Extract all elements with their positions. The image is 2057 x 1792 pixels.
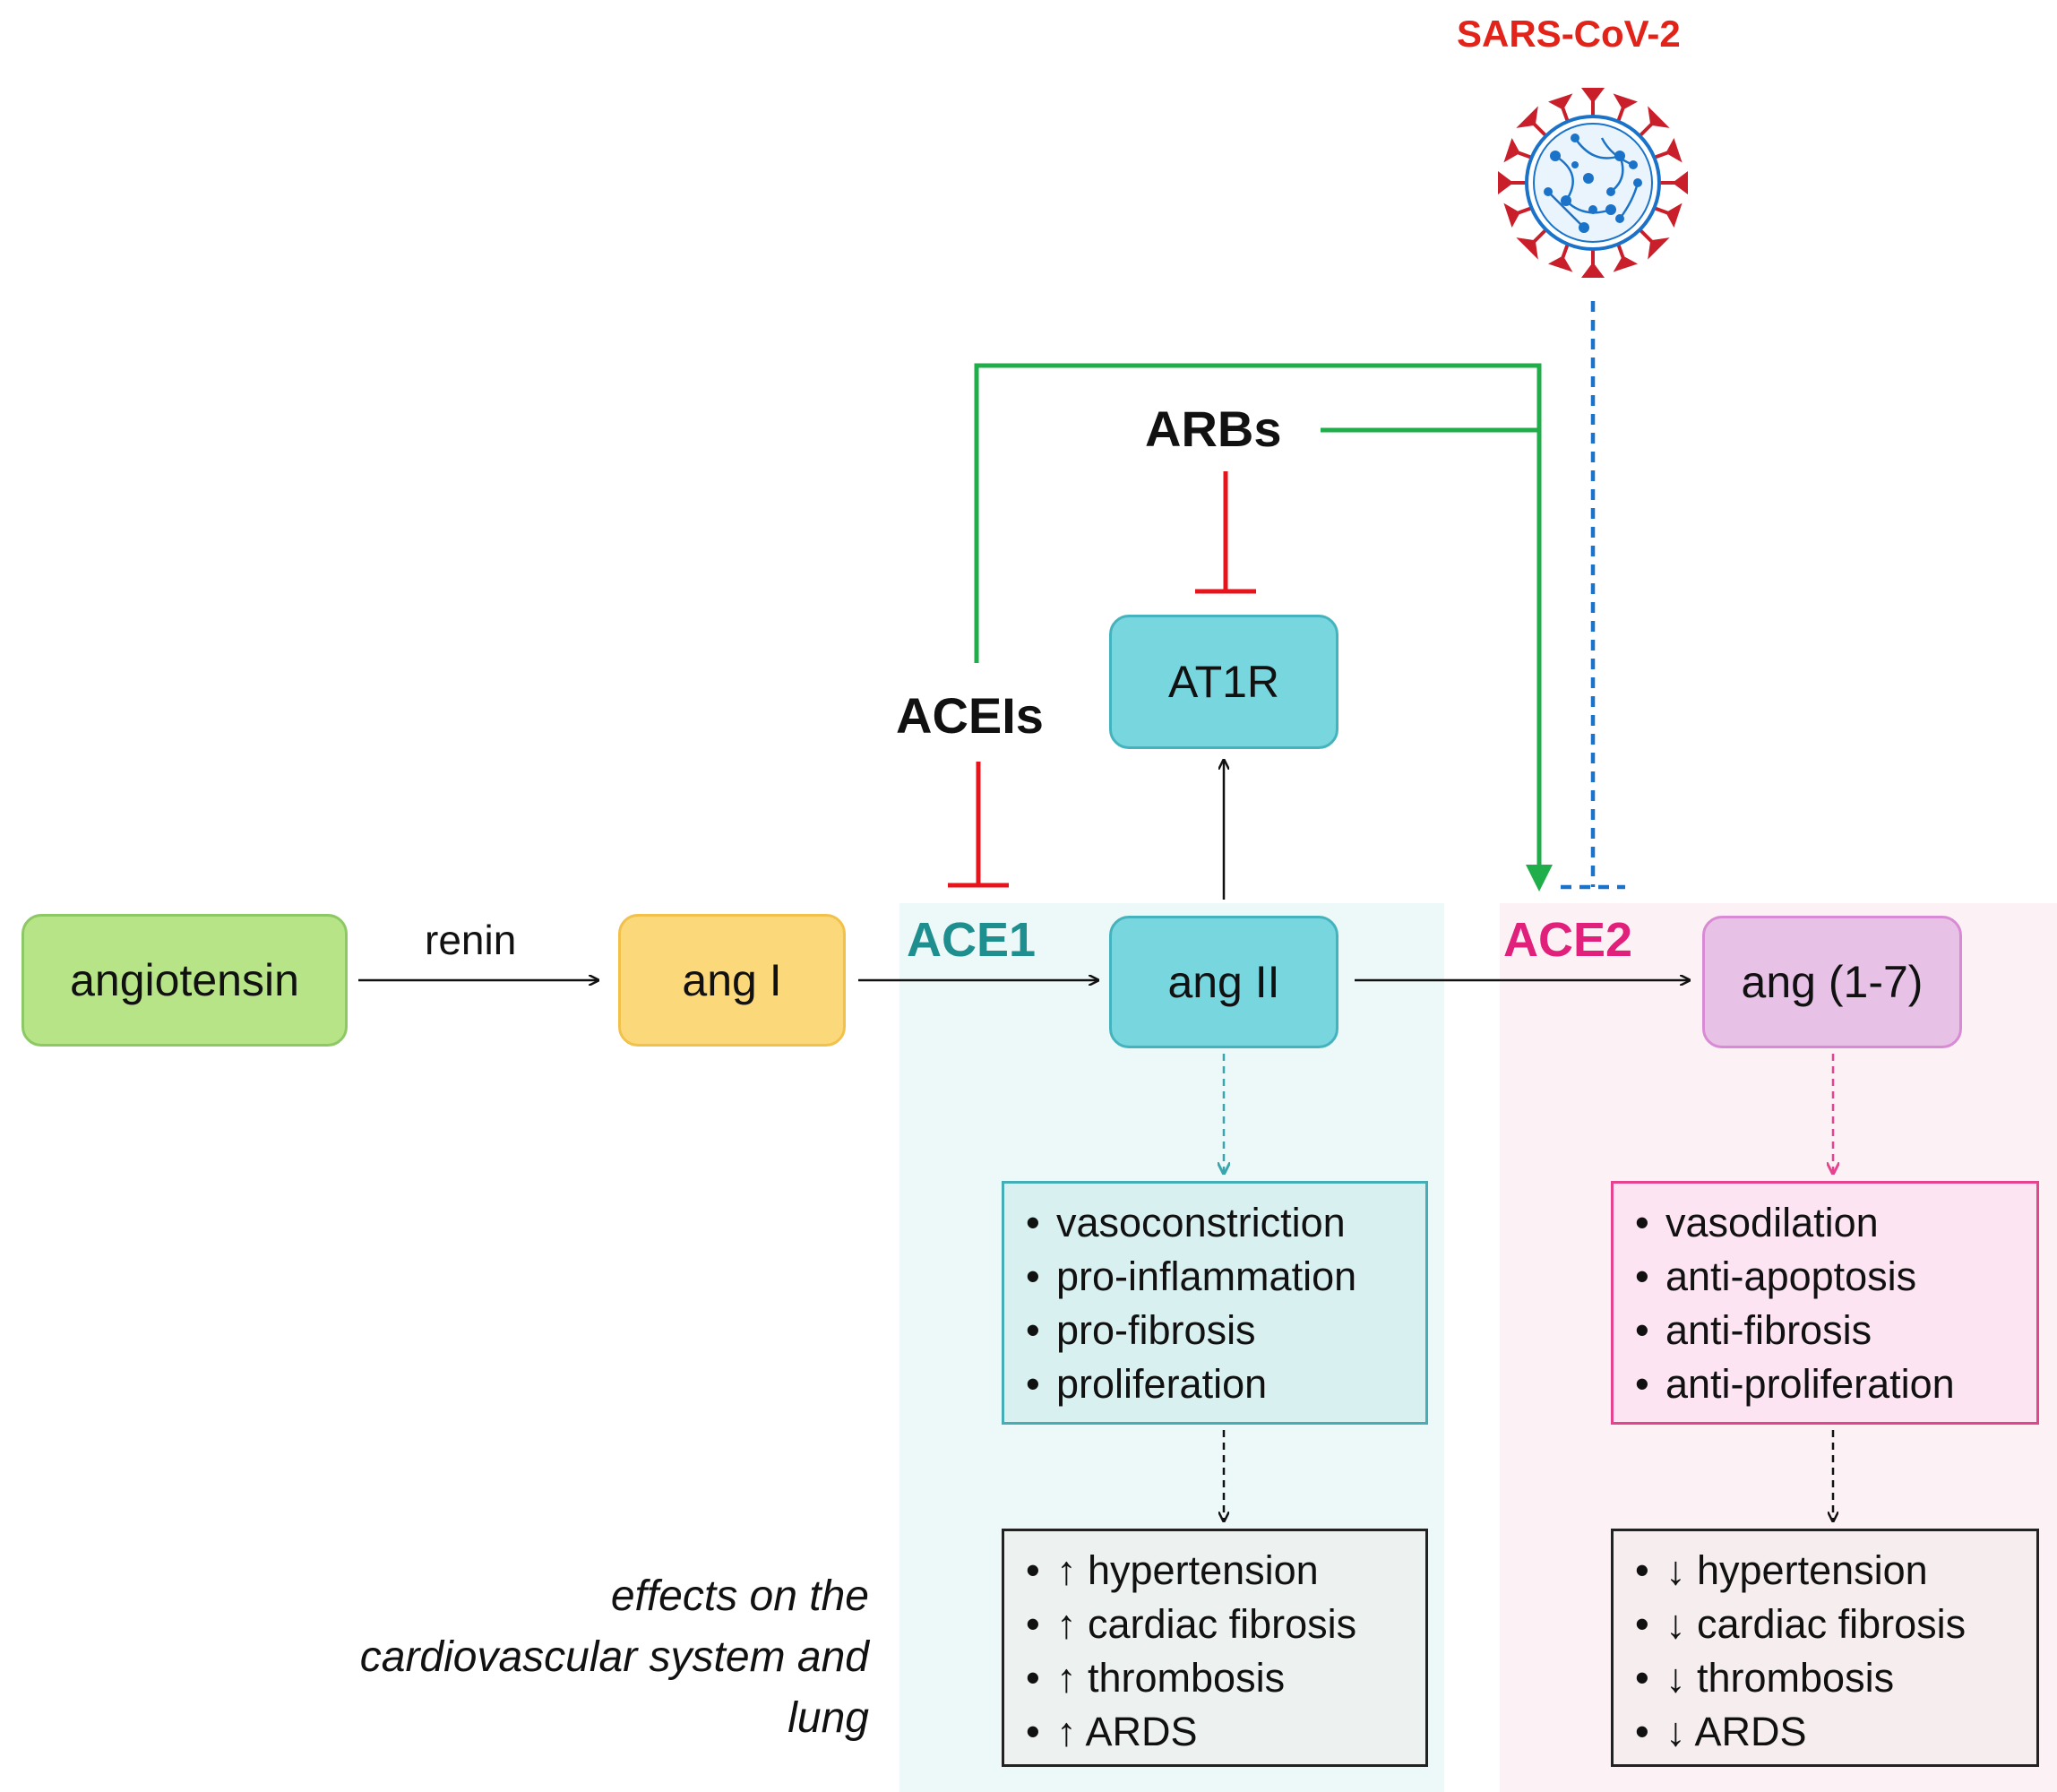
effects-caption: effects on the cardiovascular system and… bbox=[359, 1572, 869, 1742]
node-angiotensin: angiotensin bbox=[22, 914, 348, 1047]
node-at1r: AT1R bbox=[1109, 615, 1338, 749]
renin-label: renin bbox=[425, 917, 517, 963]
ace1-effects-box: •vasoconstriction •pro-inflammation •pro… bbox=[1002, 1181, 1428, 1425]
virus-icon bbox=[1487, 84, 1699, 281]
list-item: •anti-fibrosis bbox=[1635, 1307, 1872, 1353]
list-item: •↑ cardiac fibrosis bbox=[1026, 1601, 1357, 1647]
list-item: •↓ hypertension bbox=[1635, 1547, 1928, 1593]
node-ang-i: ang I bbox=[618, 914, 846, 1047]
list-item: •↑ hypertension bbox=[1026, 1547, 1319, 1593]
node-ang-1-7: ang (1-7) bbox=[1702, 916, 1962, 1048]
aceis-label: ACEIs bbox=[896, 687, 1044, 744]
list-item: •anti-apoptosis bbox=[1635, 1254, 1917, 1299]
ace1-outcomes-box: •↑ hypertension •↑ cardiac fibrosis •↑ t… bbox=[1002, 1529, 1428, 1767]
list-item: •↓ ARDS bbox=[1635, 1709, 1807, 1754]
sars-cov-2-label: SARS-CoV-2 bbox=[1457, 13, 1681, 55]
list-item: •proliferation bbox=[1026, 1361, 1268, 1407]
list-item: •pro-fibrosis bbox=[1026, 1307, 1256, 1353]
arbs-label: ARBs bbox=[1145, 401, 1282, 457]
list-item: •↑ ARDS bbox=[1026, 1709, 1198, 1754]
list-item: •pro-inflammation bbox=[1026, 1254, 1357, 1299]
list-item: •vasoconstriction bbox=[1026, 1200, 1346, 1245]
ace2-outcomes-box: •↓ hypertension •↓ cardiac fibrosis •↓ t… bbox=[1611, 1529, 2039, 1767]
ace2-label: ACE2 bbox=[1503, 913, 1633, 967]
aceis-upregulates-ace2-path bbox=[974, 363, 1542, 663]
list-item: •↓ thrombosis bbox=[1635, 1655, 1895, 1701]
list-item: •vasodilation bbox=[1635, 1200, 1879, 1245]
list-item: •anti-proliferation bbox=[1635, 1361, 1955, 1407]
ace1-label: ACE1 bbox=[907, 913, 1037, 967]
node-ang-ii: ang II bbox=[1109, 916, 1338, 1048]
list-item: •↑ thrombosis bbox=[1026, 1655, 1286, 1701]
ace2-effects-box: •vasodilation •anti-apoptosis •anti-fibr… bbox=[1611, 1181, 2039, 1425]
list-item: •↓ cardiac fibrosis bbox=[1635, 1601, 1967, 1647]
